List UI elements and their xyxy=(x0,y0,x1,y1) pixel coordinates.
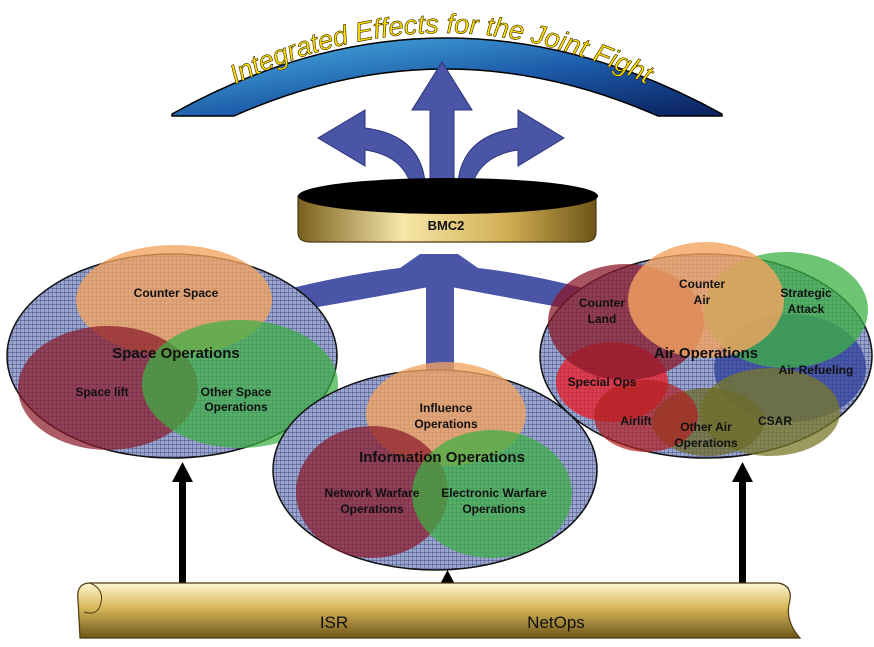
foundation-scroll: ISR NetOps xyxy=(77,582,802,639)
foundation-shape xyxy=(77,582,802,639)
network-warfare-label-1: Network Warfare xyxy=(325,486,420,500)
influence-label-2: Operations xyxy=(414,417,478,431)
counter-air-label-1: Counter xyxy=(679,277,725,291)
other-space-label-2: Operations xyxy=(204,400,268,414)
information-operations-title: Information Operations xyxy=(359,449,525,466)
air-operations-circle: Counter Land Counter Air Strategic Attac… xyxy=(539,242,873,459)
electronic-warfare-label-1: Electronic Warfare xyxy=(441,486,547,500)
space-operations-title: Space Operations xyxy=(112,345,240,362)
counter-land-label-2: Land xyxy=(588,312,617,326)
air-operations-title: Air Operations xyxy=(654,345,758,362)
counter-space-label: Counter Space xyxy=(134,286,219,300)
information-operations-circle: Influence Operations Information Operati… xyxy=(272,362,598,571)
air-refueling-label: Air Refueling xyxy=(779,363,854,377)
influence-label-1: Influence xyxy=(420,401,473,415)
strategic-attack-label-1: Strategic xyxy=(780,286,832,300)
electronic-warfare-area xyxy=(412,430,572,558)
netops-label: NetOps xyxy=(527,613,585,632)
support-arrow-right xyxy=(732,462,753,594)
counter-land-label-1: Counter xyxy=(579,296,625,310)
counter-air-label-2: Air xyxy=(694,293,711,307)
bmc2-hub: BMC2 xyxy=(297,178,598,243)
airlift-area xyxy=(594,380,698,452)
network-warfare-label-2: Operations xyxy=(340,502,404,516)
airlift-label: Airlift xyxy=(620,414,651,428)
counter-air-area xyxy=(628,242,784,358)
other-air-label-2: Operations xyxy=(674,436,738,450)
electronic-warfare-label-2: Operations xyxy=(462,502,526,516)
banner: Integrated Effects for the Joint Fight xyxy=(171,9,723,117)
bmc2-label: BMC2 xyxy=(428,218,465,233)
other-space-area xyxy=(142,320,338,448)
foundation-curl-left xyxy=(83,582,103,614)
isr-label: ISR xyxy=(320,613,348,632)
arrow-left xyxy=(317,109,426,183)
support-arrow-left xyxy=(172,462,193,594)
space-operations-circle: Counter Space Space Operations Space lif… xyxy=(6,245,338,459)
strategic-attack-label-2: Attack xyxy=(788,302,825,316)
bmc2-top xyxy=(298,178,598,214)
special-ops-label: Special Ops xyxy=(568,375,637,389)
network-warfare-area xyxy=(296,426,448,558)
direction-arrows xyxy=(317,61,565,183)
arrow-right xyxy=(457,109,565,183)
other-space-label-1: Other Space xyxy=(201,385,272,399)
csar-label: CSAR xyxy=(758,414,792,428)
arrow-center xyxy=(411,61,473,183)
banner-shape xyxy=(171,37,723,117)
other-air-label-1: Other Air xyxy=(680,420,732,434)
space-lift-label: Space lift xyxy=(75,385,128,399)
